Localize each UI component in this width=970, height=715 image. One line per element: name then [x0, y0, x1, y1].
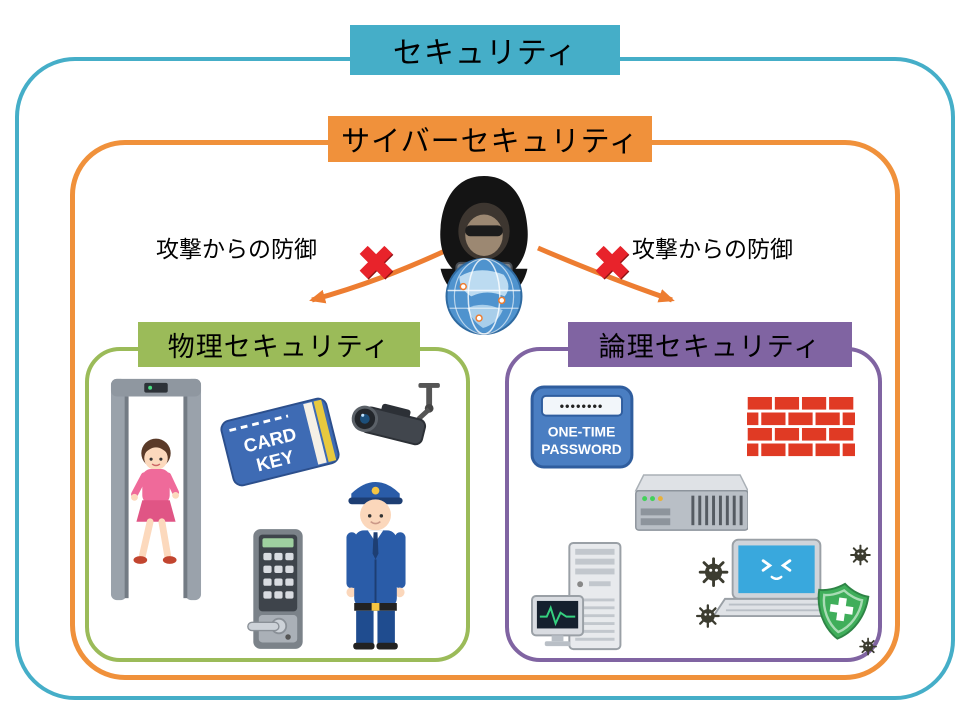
- guard-legs: [353, 610, 398, 650]
- server-vents: [691, 495, 743, 526]
- physical-security-title: 物理セキュリティ: [138, 322, 420, 367]
- defense-label-left: 攻撃からの防御: [156, 236, 317, 262]
- cyber-security-title: サイバーセキュリティ: [328, 116, 652, 162]
- otp-text-line1: ONE-TIME: [548, 423, 616, 439]
- otp-text-line2: PASSWORD: [541, 441, 621, 457]
- keypad-buttons: [263, 552, 294, 599]
- virus-icon: [850, 544, 871, 566]
- camera-body: [351, 403, 427, 446]
- security-camera-icon: [351, 383, 440, 446]
- metal-detector-gate-icon: [110, 378, 202, 601]
- server-tower-monitor-icon: [531, 541, 622, 651]
- bricks: [747, 397, 855, 457]
- door-handle: [247, 615, 298, 643]
- guard-face: [360, 499, 392, 531]
- camera-mount: [416, 383, 440, 421]
- monitor: [531, 595, 585, 647]
- keypad-lock-icon: [247, 529, 303, 649]
- server-leds: [640, 496, 671, 526]
- virus-icon: [698, 557, 729, 587]
- virus-icon: [696, 604, 720, 628]
- walking-person: [131, 438, 179, 564]
- network-globe: [445, 257, 523, 335]
- security-title: セキュリティ: [350, 25, 620, 75]
- blocked-x-icon-left: ✖: [356, 237, 396, 289]
- laptop: [711, 538, 842, 617]
- server-icon: [634, 474, 748, 531]
- defense-label-right: 攻撃からの防御: [632, 236, 793, 262]
- one-time-password-icon: •••••••• ONE-TIME PASSWORD: [530, 385, 634, 469]
- guard-body: [346, 530, 406, 611]
- gate-frame: [110, 378, 202, 601]
- antivirus-laptop-icon: [696, 538, 877, 656]
- logical-security-title: 論理セキュリティ: [568, 322, 852, 367]
- security-guard-icon: [346, 481, 406, 650]
- blocked-x-icon-right: ✖: [592, 237, 632, 289]
- firewall-brick-wall-icon: [747, 397, 855, 457]
- antivirus-shield-icon: [817, 582, 870, 640]
- otp-display: ••••••••: [560, 399, 604, 414]
- virus-icon: [859, 637, 877, 656]
- hacker-icon: [440, 176, 528, 335]
- card-key-icon: CARD KEY: [220, 397, 340, 487]
